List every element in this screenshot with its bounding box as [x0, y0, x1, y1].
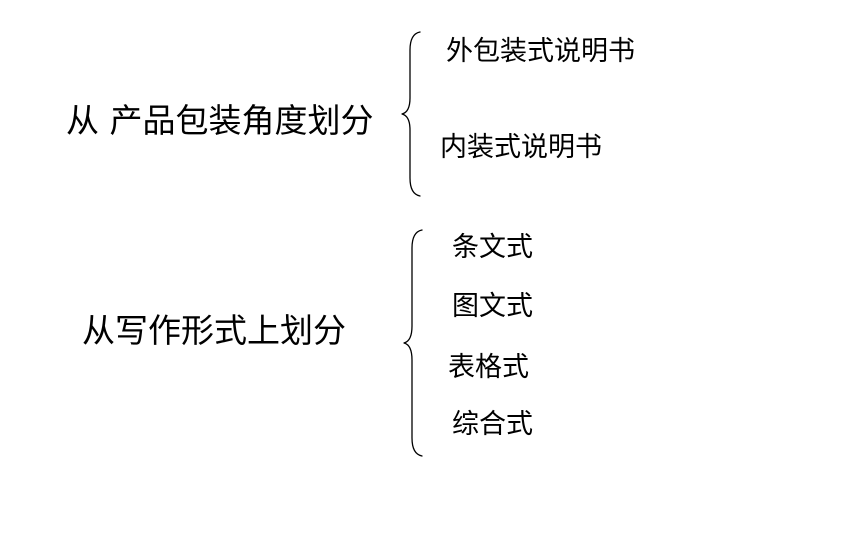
- item-outer-packaging-manual: 外包装式说明书: [446, 36, 635, 67]
- brace-packaging: [401, 31, 421, 197]
- item-clause-style: 条文式: [452, 232, 533, 263]
- item-picture-text-style: 图文式: [452, 291, 533, 322]
- item-inner-packaging-manual: 内装式说明书: [440, 132, 602, 163]
- item-comprehensive-style: 综合式: [452, 409, 533, 440]
- group-label-packaging: 从 产品包装角度划分: [66, 101, 374, 140]
- brace-writing-form: [403, 229, 423, 457]
- group-label-writing-form: 从写作形式上划分: [82, 311, 346, 350]
- item-table-style: 表格式: [448, 352, 529, 383]
